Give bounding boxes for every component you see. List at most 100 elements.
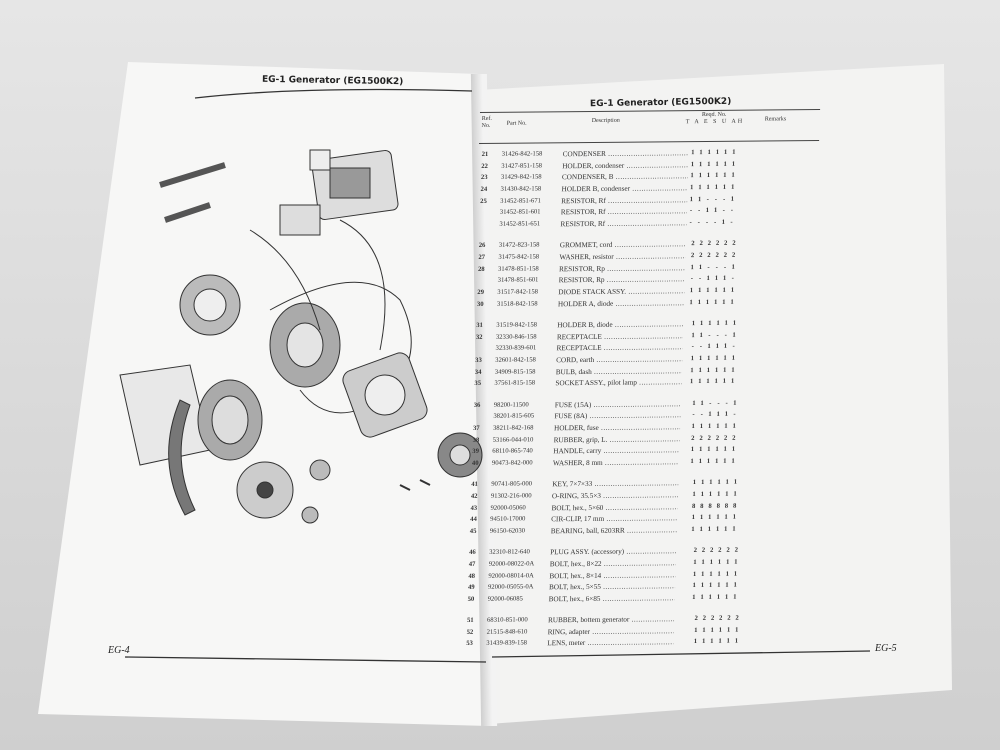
qty-cell: 1 <box>731 172 735 180</box>
qty-cell: 1 <box>734 638 739 646</box>
description: FUSE (8A) <box>554 411 680 420</box>
qty-cell: 1 <box>716 411 720 419</box>
qty-cell: - <box>716 331 719 339</box>
qty-cell: 2 <box>691 434 695 442</box>
description: CORD, earth <box>556 355 682 364</box>
ref-no: 23 <box>480 174 488 182</box>
qty-cell: 1 <box>732 422 736 430</box>
part-no: 31430-842-158 <box>500 185 542 193</box>
qty-cell: 1 <box>706 172 711 180</box>
qty-cell: 1 <box>690 366 694 374</box>
qty-cell: 1 <box>691 422 695 430</box>
row-group: 2131426-842-158CONDENSER1111112231427-85… <box>476 146 819 231</box>
qty-cell: 1 <box>689 378 694 386</box>
ref-no: 51 <box>466 616 474 625</box>
qty-cell: 1 <box>698 160 703 168</box>
qty-cell: 1 <box>701 558 705 566</box>
header-remarks: Remarks <box>764 116 787 123</box>
qty-cell: - <box>732 343 735 351</box>
qty-cell: 1 <box>733 570 738 578</box>
header-models: T A E S U AH <box>685 118 745 126</box>
qty-cell: 2 <box>723 251 728 259</box>
qty-cell: 1 <box>689 298 693 306</box>
qty-cell: 1 <box>716 593 721 601</box>
qty-cell: 1 <box>699 422 704 430</box>
qty-cell: 2 <box>718 614 723 622</box>
description: HOLDER, condenser <box>562 161 688 170</box>
part-no: 38201-815-605 <box>493 412 535 421</box>
qty-cell: 1 <box>723 525 728 533</box>
description: BOLT, hex., 8×22 <box>550 559 676 568</box>
description: RESISTOR, Rp <box>559 276 685 284</box>
description: HANDLE, carry <box>553 446 679 455</box>
qty-cell: 1 <box>692 570 697 578</box>
part-no: 92000-06085 <box>487 595 523 603</box>
ref-no: 37 <box>472 424 480 432</box>
qty-cell: 1 <box>723 172 727 180</box>
ref-no: 49 <box>467 584 475 592</box>
qty-cell: 1 <box>731 457 735 465</box>
qty-cell: 1 <box>715 354 719 362</box>
qty-cell: 2 <box>735 614 739 622</box>
part-no: 68310-851-000 <box>486 616 528 624</box>
qty-cell: 2 <box>694 615 698 623</box>
qty-cell: 1 <box>690 458 694 466</box>
qty-cell: - <box>730 218 733 226</box>
ref-no: 43 <box>470 504 478 512</box>
qty-cell: 1 <box>732 319 737 327</box>
qty-cell: 1 <box>717 478 721 487</box>
part-no: 31478-851-158 <box>497 265 539 273</box>
part-no: 92000-08022-0A <box>488 560 535 568</box>
description: RECEPTACLE <box>557 332 683 340</box>
qty-cell: 1 <box>723 343 728 351</box>
ref-no: 53 <box>466 640 473 648</box>
ref-no: 50 <box>467 595 475 603</box>
qty-cell: 1 <box>707 514 712 522</box>
qty-cell: 1 <box>716 319 720 327</box>
qty-cell: 1 <box>730 378 735 386</box>
qty-cell: 1 <box>717 581 721 589</box>
qty-cell: 1 <box>713 207 718 215</box>
part-no: 31427-851-158 <box>501 162 543 170</box>
qty-cell: 1 <box>714 378 718 386</box>
part-no: 31519-842-158 <box>496 321 538 329</box>
part-no: 31452-851-601 <box>499 208 541 217</box>
qty-cell: - <box>692 411 695 419</box>
ref-no: 46 <box>469 549 476 557</box>
description: PLUG ASSY. (accessory) <box>550 547 676 557</box>
description: O-RING, 35.5×3 <box>552 491 678 500</box>
qty-cell: 2 <box>718 546 722 554</box>
qty-cell: - <box>717 399 720 407</box>
part-no: 94510-17000 <box>490 515 526 524</box>
qty-cell: 1 <box>692 582 696 590</box>
qty-cell: 1 <box>690 355 695 363</box>
qty-cell: 1 <box>731 263 735 271</box>
ref-no: 24 <box>480 185 488 194</box>
ref-no: 39 <box>472 448 480 456</box>
qty-cell: 1 <box>698 378 702 386</box>
qty-cell: 2 <box>731 251 736 259</box>
description: HOLDER B, condenser <box>561 184 687 194</box>
qty-cell: - <box>690 275 694 283</box>
qty-cell: 1 <box>699 319 704 327</box>
header-reqd: Reqd. No. <box>701 111 727 119</box>
description: RUBBER, grip, L. <box>554 435 680 443</box>
qty-cell: - <box>697 207 701 215</box>
qty-cell: 1 <box>724 319 728 327</box>
